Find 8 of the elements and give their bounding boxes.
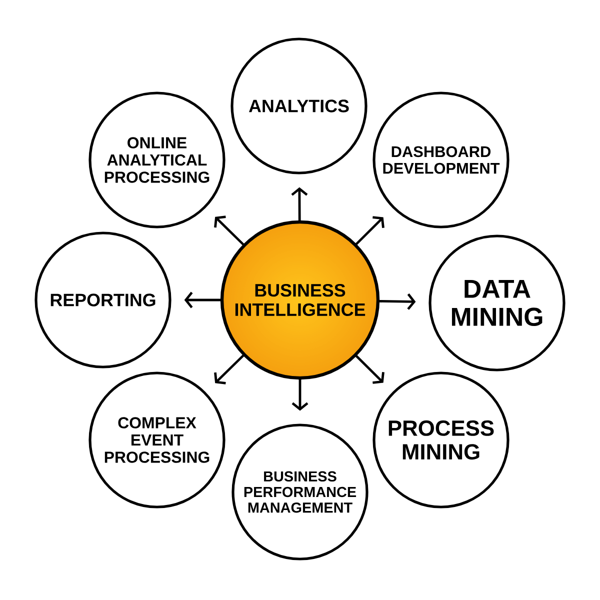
arrow: [292, 378, 308, 411]
arrow: [184, 292, 222, 308]
arrow: [355, 216, 384, 246]
arrow: [355, 354, 384, 384]
arrow: [378, 293, 416, 310]
arrow: [214, 216, 244, 246]
arrow: [214, 354, 244, 384]
arrow: [291, 187, 308, 222]
